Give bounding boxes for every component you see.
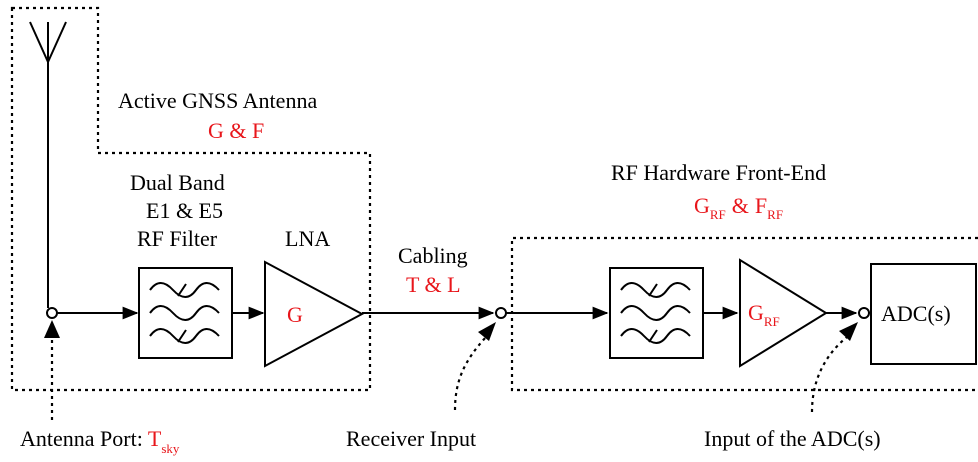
antenna-port-t: T [148,426,162,451]
frontend-g-main: G [694,193,710,218]
adc-input-node [858,307,870,319]
pointer-adc-input [810,336,848,413]
cabling-label: Cabling [398,243,468,268]
receiver-input-label: Receiver Input [346,426,476,451]
filter-label-line2: E1 & E5 [146,198,223,223]
antenna-block-title: Active GNSS Antenna [118,88,317,113]
frontend-block-title: RF Hardware Front-End [611,160,826,185]
receiver-input-node [495,307,507,319]
pointer-adc-input-head [839,322,858,341]
lna-label: LNA [285,226,330,251]
frontend-f-sub: RF [767,207,783,222]
antenna-block-params: G & F [208,118,264,143]
antenna-port-prefix: Antenna Port: [20,426,148,451]
frontend-filter-icon [609,267,704,359]
antenna-port-label: Antenna Port: Tsky [20,426,180,456]
pointer-antenna-port-head [44,320,60,338]
adc-input-label: Input of the ADC(s) [704,426,881,451]
bandpass-filter-icon [138,267,233,359]
frontend-g-sub: RF [710,207,726,222]
adc-box [870,263,977,365]
frontend-amp-sign: & [732,193,749,218]
frontend-gain-main: G [748,300,764,325]
frontend-gain-sub: RF [764,314,780,329]
pointer-receiver-input [453,336,487,411]
frontend-amplifier-icon [739,258,828,368]
filter-label-line1: Dual Band [130,170,225,195]
antenna-port-sky: sky [161,441,180,456]
cabling-params: T & L [406,272,461,297]
antenna-boundary [10,6,372,392]
filter-label-line3: RF Filter [137,226,218,251]
antenna-port-node [46,307,58,319]
frontend-f-main: F [755,193,767,218]
frontend-gain-label: GRF [748,300,780,329]
adc-label: ADC(s) [881,301,951,326]
lna-amplifier-icon [264,260,365,368]
antenna-icon [29,21,67,308]
pointer-receiver-input-head [478,322,496,341]
frontend-block-params: GRF&FRF [694,193,783,222]
lna-gain-symbol: G [287,302,303,327]
